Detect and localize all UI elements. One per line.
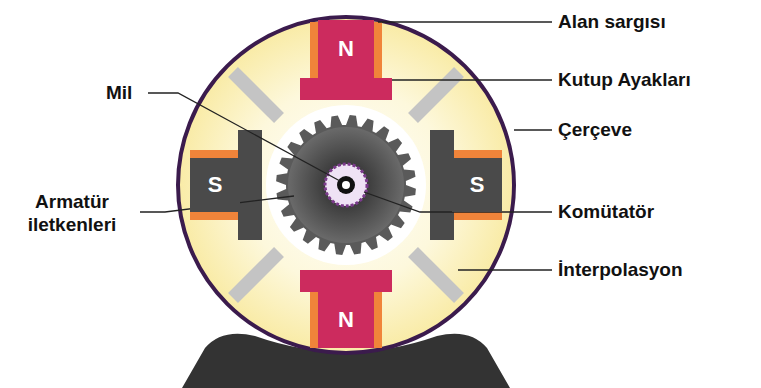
shaft-center [342, 181, 350, 189]
part-label: Alan sargısı [556, 10, 668, 33]
commutator [325, 164, 367, 206]
part-label: Armatür iletkenleri [4, 190, 140, 236]
part-label: Çerçeve [556, 118, 634, 141]
part-label: Komütatör [556, 200, 656, 223]
interpoles [233, 72, 459, 298]
leader-lines [140, 22, 552, 270]
air-gap [266, 105, 426, 265]
armature-teeth [276, 115, 416, 255]
south-pole: S [452, 158, 502, 212]
motor-frame [178, 17, 514, 353]
pole-shoes [238, 78, 454, 292]
north-pole: N [318, 292, 374, 348]
armature-core [288, 127, 404, 243]
pole-letter: N [338, 309, 354, 331]
part-label: Mil [104, 81, 134, 104]
part-label: İnterpolasyon [556, 258, 685, 281]
part-label: Kutup Ayakları [556, 68, 693, 91]
south-pole: S [190, 158, 240, 212]
north-pole: N [318, 20, 374, 78]
pole-letter: S [208, 174, 223, 196]
pole-letter: N [338, 38, 354, 60]
shaft [337, 176, 355, 194]
pole-letter: S [470, 174, 485, 196]
